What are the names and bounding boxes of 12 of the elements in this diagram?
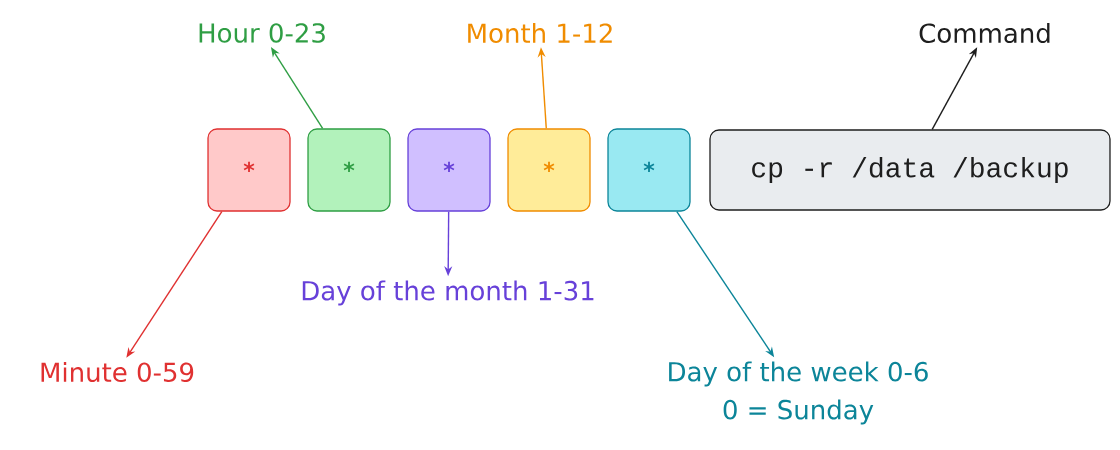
field-box: * (607, 128, 691, 212)
field-label: Month 1-12 (468, 22, 612, 44)
field-label: Minute 0-59 (41, 361, 194, 383)
field-box: * (507, 128, 591, 212)
field-label: Day of the month 1-31 (302, 280, 594, 306)
field-label: Hour 0-23 (199, 23, 325, 43)
field-box: * (307, 128, 391, 212)
field-box: * (407, 128, 491, 212)
field-box: * (207, 128, 291, 212)
field-label: Day of the week 0-6 0 = Sunday (669, 361, 928, 425)
command-box: cp -r /data /backup (709, 129, 1111, 211)
field-label: Command (919, 22, 1050, 44)
